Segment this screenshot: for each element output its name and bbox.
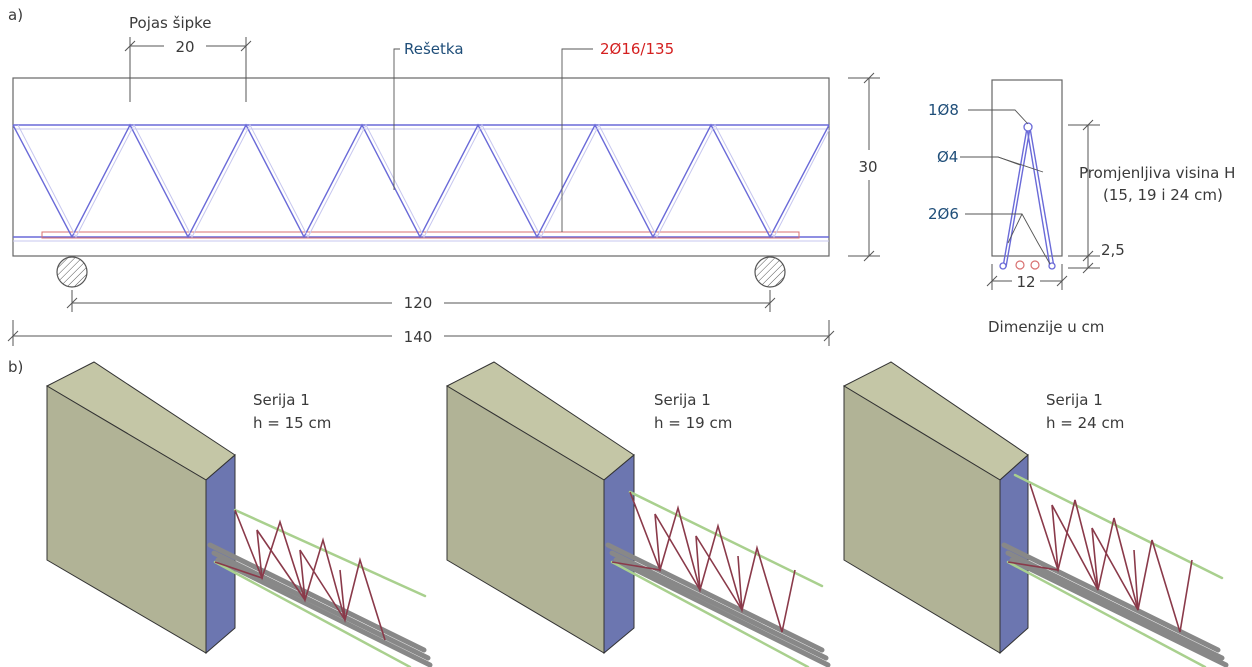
- model-3-series: Serija 1: [1046, 391, 1103, 409]
- model-1: [45, 361, 433, 667]
- supports: [56, 256, 786, 288]
- dim-span: [66, 290, 776, 312]
- dim-length: [7, 320, 835, 346]
- truss-leader: [393, 48, 400, 190]
- truss-diagonals-2: [17, 123, 830, 239]
- length-value: 140: [404, 328, 433, 346]
- right-support-icon: [754, 256, 786, 288]
- beam-outline: [12, 77, 830, 257]
- part-a-label: a): [8, 6, 23, 24]
- chord-spacing-title: Pojas šipke: [129, 14, 212, 32]
- chord-spacing-value: 20: [175, 38, 194, 56]
- rebar-label: 2Ø16/135: [600, 40, 674, 58]
- top-chord-label: 1Ø8: [928, 101, 959, 119]
- left-support-icon: [56, 256, 88, 288]
- rebar-leader: [561, 48, 593, 232]
- variable-height-line2: (15, 19 i 24 cm): [1103, 186, 1223, 204]
- cross-section: [991, 79, 1063, 270]
- model-2: [445, 361, 831, 667]
- section-outline: [991, 79, 1063, 257]
- bottom-chord-leader: [965, 213, 1051, 265]
- beam-elevation: [12, 77, 830, 257]
- variable-height-line1: Promjenljiva visina H: [1079, 164, 1235, 182]
- dim-variable-height: [1068, 119, 1100, 274]
- model-2-series: Serija 1: [654, 391, 711, 409]
- height-value: 30: [858, 158, 877, 176]
- model-1-height: h = 15 cm: [253, 414, 331, 432]
- cover-value: 2,5: [1101, 241, 1125, 259]
- span-value: 120: [404, 294, 433, 312]
- main-bar-icon: [1015, 260, 1025, 270]
- part-b-label: b): [8, 358, 23, 376]
- dim-height: [848, 72, 880, 262]
- diagonal-label: Ø4: [937, 148, 958, 166]
- units-note: Dimenzije u cm: [988, 318, 1104, 336]
- bottom-chord-label: 2Ø6: [928, 205, 959, 223]
- truss-label: Rešetka: [404, 40, 464, 58]
- dim-width: [986, 264, 1068, 290]
- dim-chord-spacing: [124, 37, 252, 102]
- model-2-height: h = 19 cm: [654, 414, 732, 432]
- top-chord-bar-icon: [1023, 122, 1033, 132]
- model-1-series: Serija 1: [253, 391, 310, 409]
- width-value: 12: [1016, 273, 1035, 291]
- truss-diagonals: [12, 123, 830, 239]
- top-chord-leader: [968, 109, 1029, 125]
- main-rebar: [41, 231, 800, 239]
- model-3-height: h = 24 cm: [1046, 414, 1124, 432]
- model-3: [842, 361, 1229, 667]
